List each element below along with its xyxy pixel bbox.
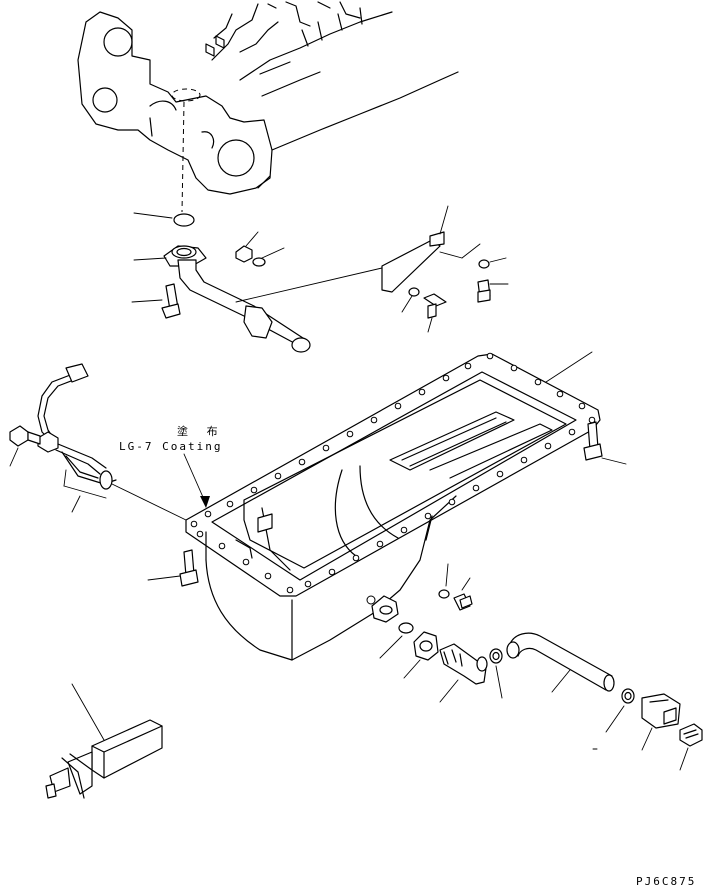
engine-block [77, 1, 459, 213]
coating-label-english: LG-7 Coating [119, 440, 223, 453]
coating-label-japanese: 塗 布 [177, 425, 224, 438]
pipe-nut-washer [235, 231, 285, 267]
oil-level-sensor [37, 363, 187, 521]
pan-bolt-left [147, 549, 199, 587]
coating-arrow [183, 453, 210, 508]
drain-valve [641, 693, 681, 751]
oil-pan-flange-holes [190, 352, 596, 594]
drain-o-ring [379, 622, 414, 659]
drain-nut [403, 631, 439, 679]
o-ring [173, 213, 195, 227]
drain-washer-bolt-top [438, 563, 473, 611]
service-tool [45, 683, 163, 799]
hose-washer [605, 688, 635, 733]
drain-elbow [439, 643, 488, 703]
drain-plug [679, 723, 703, 771]
figure-code: PJ6C875 [636, 875, 697, 888]
leader-line [133, 212, 173, 219]
leader-line [545, 351, 593, 383]
pipe-flange-bolt [131, 283, 181, 319]
pipe-bracket [235, 205, 509, 333]
suction-pipe [133, 245, 311, 353]
pan-bolt-right [583, 421, 627, 465]
drain-hose [506, 632, 615, 693]
sensor-bolt [9, 425, 41, 467]
oil-pan [185, 353, 601, 661]
drain-washer [489, 648, 503, 699]
